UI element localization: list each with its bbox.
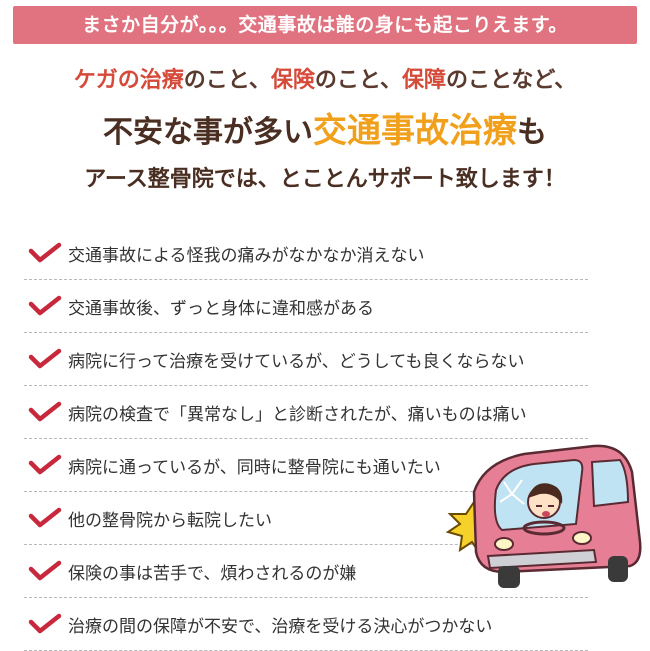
headline-line1-part: 保険 <box>270 68 315 93</box>
banner-text: まさか自分が。。。交通事故は誰の身にも起こりえます。 <box>82 14 568 36</box>
check-mark-icon <box>28 401 62 422</box>
top-banner: まさか自分が。。。交通事故は誰の身にも起こりえます。 <box>13 6 637 44</box>
headline-line3: アース整骨院では、とことんサポート致します！ <box>84 167 566 192</box>
checklist-item: 病院に通っているが、同時に整骨院にも通いたい <box>24 439 588 492</box>
checklist-item: 交通事故による怪我の痛みがなかなか消えない <box>24 227 588 280</box>
check-mark-icon <box>28 560 62 581</box>
headline-line1-part: ケガの治療 <box>73 68 184 93</box>
headline-line1-part: のことなど、 <box>446 68 577 93</box>
check-mark-icon <box>28 507 62 528</box>
check-mark-icon <box>28 454 62 475</box>
checklist-item: 交通事故後、ずっと身体に違和感がある <box>24 280 588 333</box>
checklist-item-text: 病院に通っているが、同時に整骨院にも通いたい <box>68 457 441 478</box>
headline-highlight: 交通事故治療 <box>313 111 517 151</box>
checklist-item-text: 他の整骨院から転院したい <box>68 510 272 531</box>
checklist-item-text: 保険の事は苦手で、煩わされるのが嫌 <box>68 563 357 584</box>
headline-line1-part: のこと、 <box>183 68 271 93</box>
checklist-item: 他の整骨院から転院したい <box>24 492 588 545</box>
check-mark-icon <box>28 348 62 369</box>
check-mark-icon <box>28 613 62 634</box>
headline-line1: ケガの治療のこと、保険のこと、保障のことなど、 <box>0 64 650 98</box>
check-mark-icon <box>28 295 62 316</box>
checklist-item: 保険の事は苦手で、煩わされるのが嫌 <box>24 545 588 598</box>
checklist-item: 治療の間の保障が不安で、治療を受ける決心がつかない <box>24 598 588 651</box>
checklist-item-text: 治療の間の保障が不安で、治療を受ける決心がつかない <box>68 616 493 637</box>
car-accident-illustration <box>445 444 642 588</box>
headline-line2-post: も <box>517 115 547 150</box>
headline-line1-part: のこと、 <box>314 68 402 93</box>
symptom-checklist: 交通事故による怪我の痛みがなかなか消えない 交通事故後、ずっと身体に違和感がある… <box>24 227 588 651</box>
headline-line1-part: 保障 <box>402 68 447 93</box>
checklist-item: 病院の検査で「異常なし」と診断されたが、痛いものは痛い <box>24 386 588 439</box>
checklist-item-text: 病院に行って治療を受けているが、どうしても良くならない <box>68 351 525 372</box>
check-mark-icon <box>28 242 62 263</box>
headline-line2: 不安な事が多い交通事故治療も <box>0 109 650 155</box>
checklist-item-text: 交通事故後、ずっと身体に違和感がある <box>68 298 374 319</box>
headline-line2-pre: 不安な事が多い <box>103 115 313 150</box>
checklist-item-text: 病院の検査で「異常なし」と診断されたが、痛いものは痛い <box>68 404 527 425</box>
checklist-item-text: 交通事故による怪我の痛みがなかなか消えない <box>68 245 425 266</box>
checklist-item: 病院に行って治療を受けているが、どうしても良くならない <box>24 333 588 386</box>
